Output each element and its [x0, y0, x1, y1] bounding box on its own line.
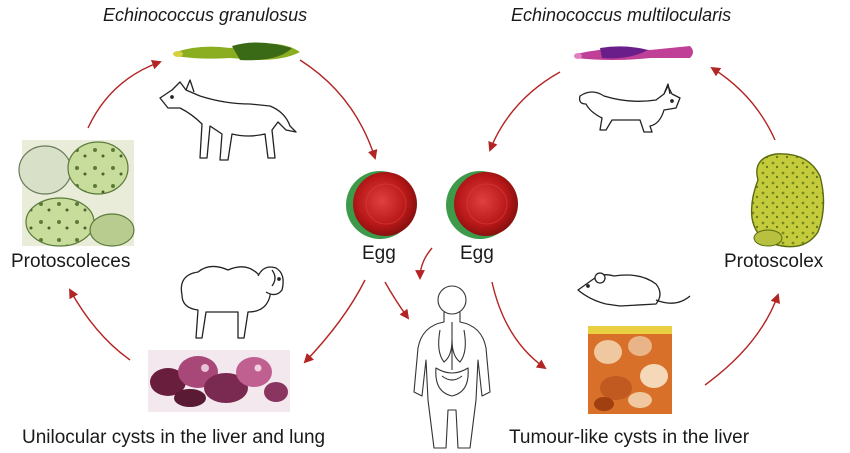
arrow-cyst-to-protoscolex — [704, 293, 780, 386]
arrow-small-to-human — [415, 247, 433, 280]
tumour-cyst-icon — [588, 326, 672, 414]
human-anatomy-icon — [413, 285, 491, 449]
fox-icon — [578, 83, 681, 133]
tumour-cysts-label: Tumour-like cysts in the liver — [509, 427, 750, 448]
arrow-egg-to-sheep-cyst — [303, 279, 366, 364]
egg-icon — [446, 171, 518, 239]
arrow-dog-to-egg-left — [299, 59, 378, 160]
arrow-egg-left-to-human — [384, 281, 410, 320]
arrow-protoscoleces-to-worm-left — [87, 60, 162, 129]
sheep-icon — [180, 265, 284, 339]
adult-worm-icon — [173, 42, 300, 61]
egg-label-right: Egg — [460, 243, 494, 264]
protoscolex-icon — [750, 153, 825, 248]
liver-cyst-icon — [148, 350, 290, 412]
arrow-egg-right-to-mouse-cyst — [491, 281, 547, 370]
egg-icon — [346, 171, 417, 239]
cycle-arrows — [69, 59, 780, 386]
protoscoleces-label: Protoscoleces — [11, 251, 131, 272]
species-title-right: Echinococcus multilocularis — [511, 5, 732, 25]
arrow-fox-to-egg-right — [488, 71, 561, 152]
adult-worm-icon — [574, 46, 693, 60]
egg-label-left: Egg — [362, 243, 396, 264]
arrow-cyst-to-protoscoleces — [69, 288, 131, 361]
protoscoleces-icon — [18, 140, 135, 247]
protoscolex-label: Protoscolex — [724, 251, 824, 272]
dog-icon — [159, 79, 297, 161]
arrow-protoscolex-to-worm-right — [710, 66, 776, 141]
species-title-left: Echinococcus granulosus — [103, 5, 308, 25]
unilocular-cysts-label: Unilocular cysts in the liver and lung — [22, 427, 326, 448]
mouse-icon — [577, 272, 691, 307]
